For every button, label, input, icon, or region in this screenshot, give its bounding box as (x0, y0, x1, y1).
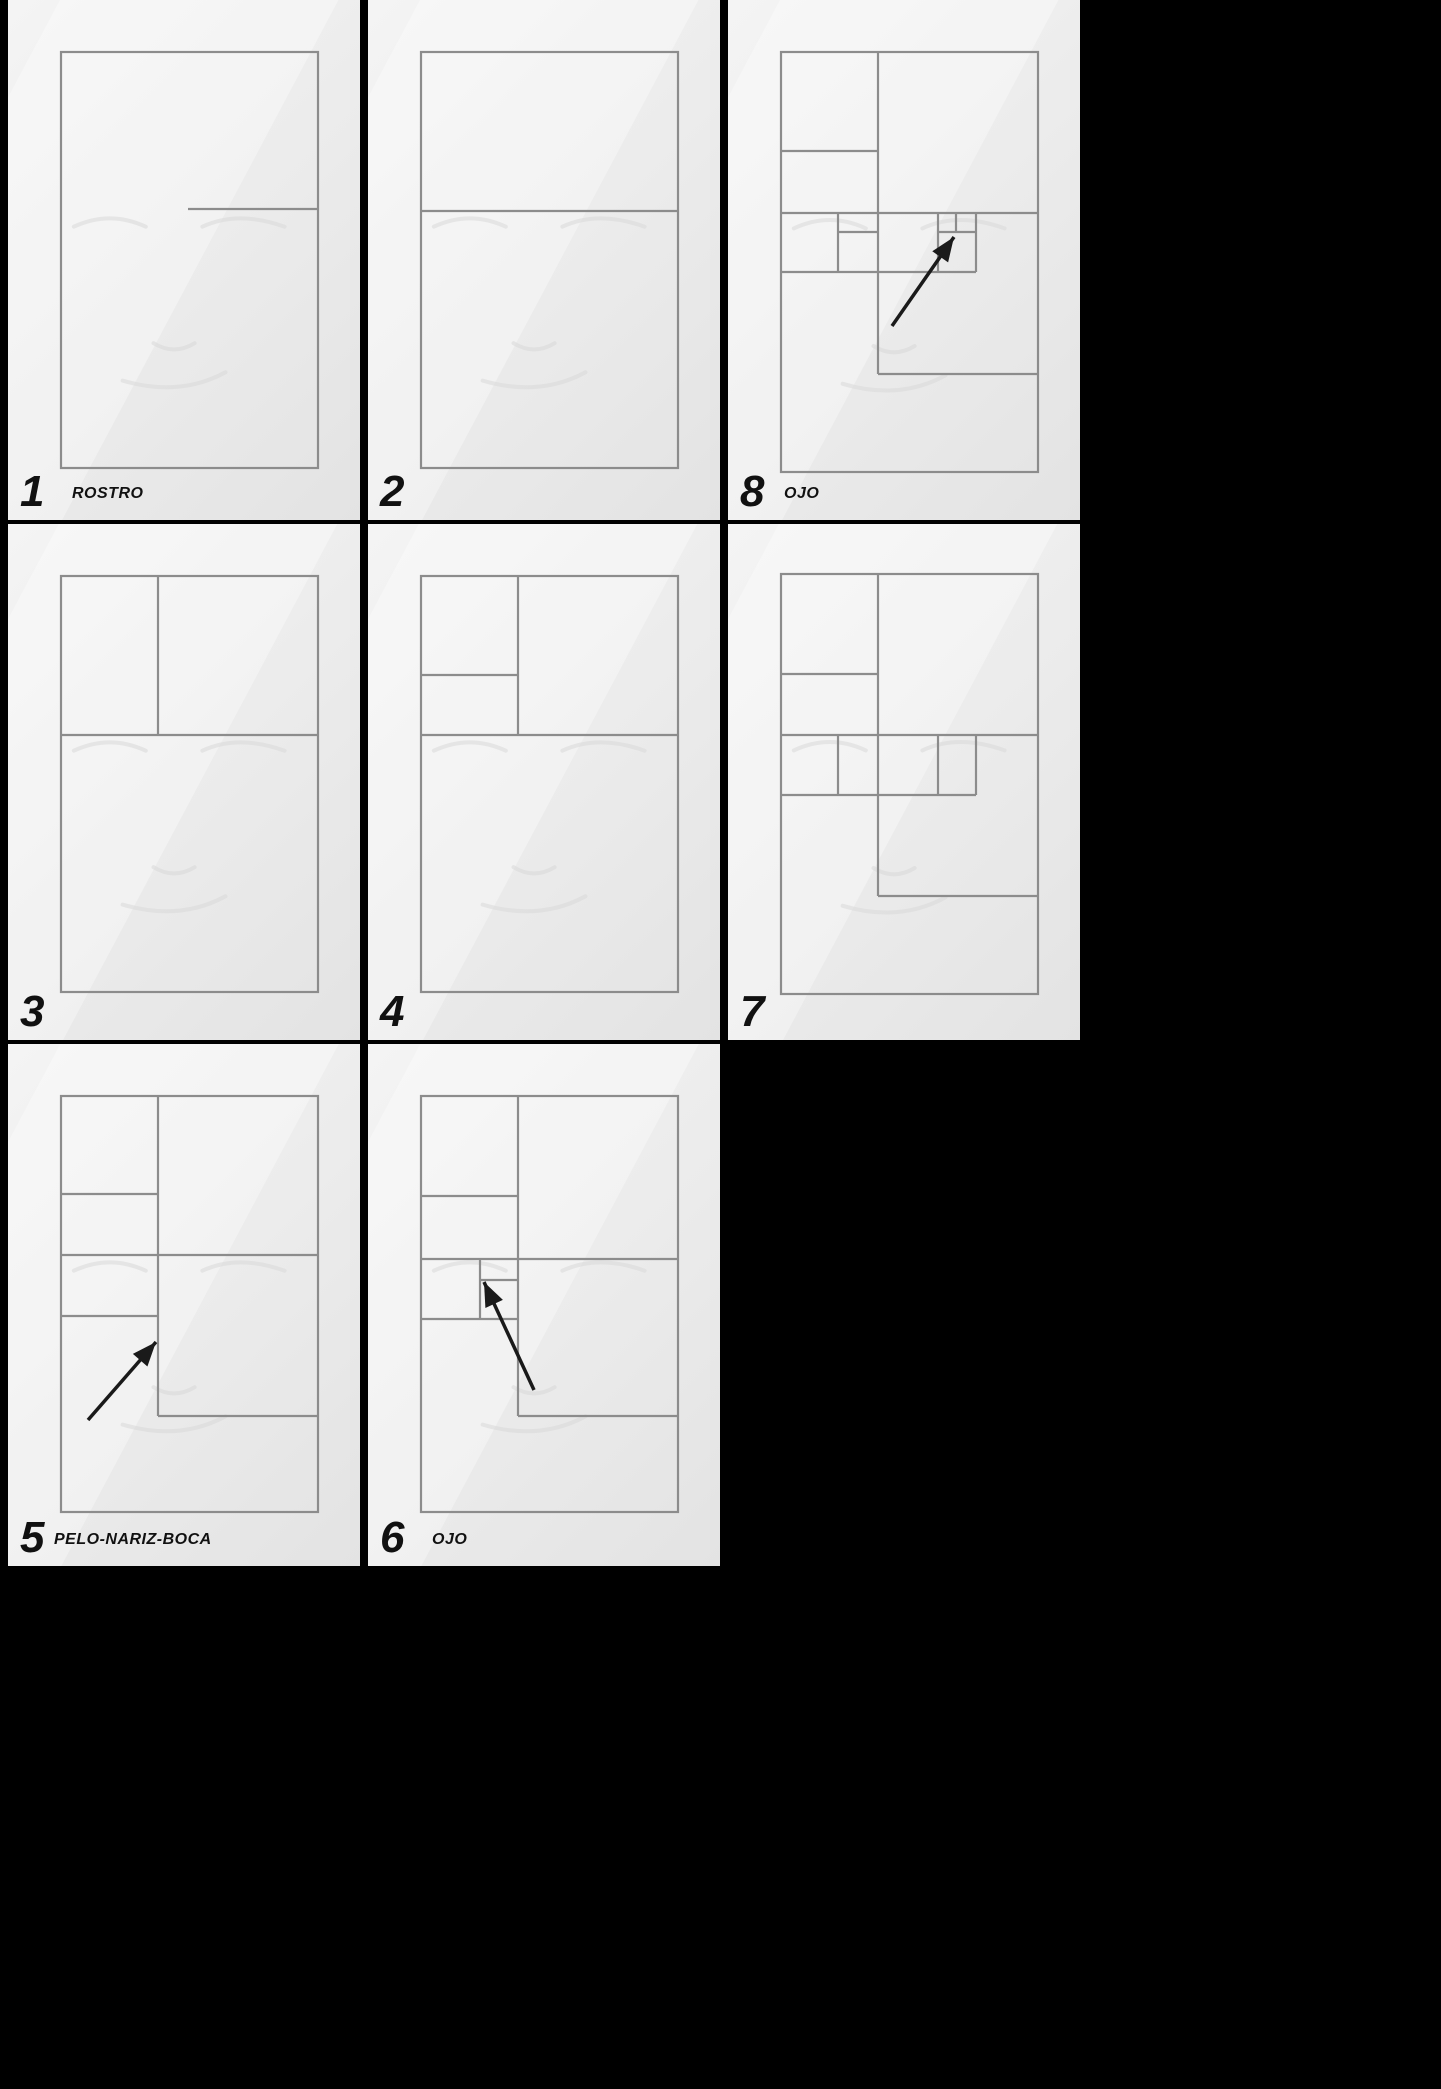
face-sketch (8, 524, 360, 1040)
mouth (843, 897, 946, 912)
right-eye (562, 1262, 644, 1270)
panel-number: 3 (20, 990, 44, 1034)
nose (874, 868, 915, 874)
right-eye (202, 218, 284, 226)
mouth (843, 375, 946, 390)
right-eye (922, 220, 1004, 228)
nose (154, 867, 195, 873)
panel-number: 8 (740, 470, 764, 514)
face-features (74, 742, 285, 911)
panel-caption: OJO (784, 486, 819, 502)
panel-3: 3 (8, 524, 360, 1040)
face-features (434, 742, 645, 911)
right-eye (562, 218, 644, 226)
empty-black-cell (728, 1044, 1080, 1566)
nose (514, 867, 555, 873)
face-sketch (8, 0, 360, 520)
panel-number: 7 (740, 990, 764, 1034)
face-sketch (368, 0, 720, 520)
panel-7: 7 (728, 524, 1080, 1040)
panel-number: 5 (20, 1516, 44, 1560)
outer-frame (781, 574, 1038, 994)
outer-frame (421, 1096, 678, 1512)
panel-caption: OJO (432, 1532, 467, 1548)
panel-6-ojo: 6 OJO (368, 1044, 720, 1566)
panel-caption: PELO-NARIZ-BOCA (54, 1532, 212, 1548)
outer-frame (61, 1096, 318, 1512)
outer-frame (781, 52, 1038, 472)
panel-5-pelo-nariz-boca: 5 PELO-NARIZ-BOCA (8, 1044, 360, 1566)
left-eye (74, 1262, 146, 1270)
outer-frame (421, 576, 678, 992)
panel-number: 6 (380, 1516, 404, 1560)
mouth (123, 1416, 226, 1431)
nose (154, 343, 195, 349)
left-eye (794, 742, 866, 750)
nose (514, 343, 555, 349)
panel-caption: ROSTRO (72, 486, 143, 502)
face-sketch (728, 524, 1080, 1040)
face-features (794, 742, 1005, 913)
left-eye (74, 742, 146, 750)
right-eye (202, 1262, 284, 1270)
face-sketch (368, 524, 720, 1040)
face-features (74, 1262, 285, 1431)
right-eye (562, 742, 644, 750)
panel-4: 4 (368, 524, 720, 1040)
mouth (123, 372, 226, 387)
panel-number: 2 (380, 470, 404, 514)
outer-frame (421, 52, 678, 468)
panel-1-rostro: 1 ROSTRO (8, 0, 360, 520)
panel-8-ojo: 8 OJO (728, 0, 1080, 520)
face-sketch (8, 1044, 360, 1566)
outer-frame (61, 52, 318, 468)
face-features (74, 218, 285, 387)
left-eye (74, 218, 146, 226)
face-features (434, 218, 645, 387)
panel-number: 1 (20, 470, 44, 514)
nose (154, 1387, 195, 1393)
arrow-head-icon (932, 237, 954, 262)
outer-frame (61, 576, 318, 992)
face-features (794, 220, 1005, 391)
mouth (483, 372, 586, 387)
face-sketch (728, 0, 1080, 520)
right-eye (922, 742, 1004, 750)
face-sketch (368, 1044, 720, 1566)
face-features (434, 1262, 645, 1431)
left-eye (434, 1262, 506, 1270)
right-eye (202, 742, 284, 750)
mouth (123, 896, 226, 911)
mouth (483, 896, 586, 911)
left-eye (794, 220, 866, 228)
panel-2: 2 (368, 0, 720, 520)
black-bottom-margin (0, 1570, 1441, 2089)
nose (874, 346, 915, 352)
left-eye (434, 218, 506, 226)
arrow-head-icon (484, 1282, 503, 1308)
mouth (483, 1416, 586, 1431)
panel-number: 4 (380, 990, 404, 1034)
left-eye (434, 742, 506, 750)
